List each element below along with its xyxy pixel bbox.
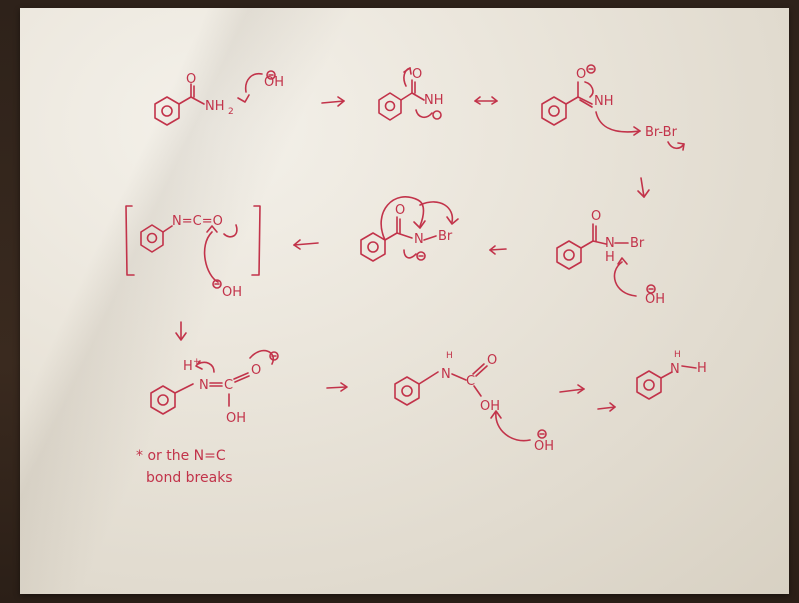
s3-nh-label: NH — [594, 94, 614, 109]
s6-oh-label: OH — [222, 285, 242, 300]
s2-o-label: O — [412, 67, 422, 82]
benzene-ring-1 — [154, 96, 180, 126]
benzene-ring-1-inner — [161, 105, 173, 117]
s9-h2-label: H — [697, 361, 707, 376]
s5-n-label: N — [414, 232, 424, 247]
s8-c-label: C — [466, 374, 475, 389]
s7-h-label: H — [183, 359, 193, 374]
reaction-arrow-right-4 — [597, 402, 616, 412]
benzene-ring-3 — [541, 96, 567, 126]
reaction-arrow-down-2 — [175, 321, 187, 341]
s7-c-label: C — [224, 378, 233, 393]
s4-br-label: Br — [630, 236, 645, 251]
s8-n-label: N — [441, 367, 451, 382]
paper-shadow — [20, 8, 789, 594]
s6-nco-label: N=C=O — [172, 214, 223, 229]
s1-charge-circle — [266, 70, 276, 80]
s3-brbr-label: Br-Br — [645, 125, 678, 140]
s8-oh2-label: OH — [534, 439, 554, 454]
s4-n-label: N — [605, 236, 615, 251]
s8-h-label: H — [446, 351, 453, 361]
s4-h-label: H — [605, 250, 615, 265]
s8-o-label: O — [487, 353, 497, 368]
s1-o-label: O — [186, 72, 196, 87]
margin-note: * or the N=C bond breaks — [136, 448, 233, 486]
s8-oh-label: OH — [480, 399, 500, 414]
structure-carbamic-acid: H N C O OH OH — [394, 351, 554, 454]
s7-oh-label: OH — [226, 411, 246, 426]
structure-aniline: H N H — [636, 350, 707, 400]
structure-n-bromoamide: O N Br H OH — [556, 209, 665, 307]
s7-plus-label: + — [193, 357, 201, 367]
right-bracket — [251, 205, 261, 276]
s1-nh2-label: NH — [205, 99, 225, 114]
benzene-ring-9 — [636, 370, 662, 400]
structure-benzamide: O NH 2 OH — [154, 70, 284, 126]
reaction-arrow-left-2 — [293, 239, 319, 250]
resonance-arrow — [474, 96, 498, 105]
reaction-arrow-left-1 — [489, 245, 507, 255]
s5-o-label: O — [395, 203, 405, 218]
s9-n-label: N — [670, 362, 680, 377]
s5-br-label: Br — [438, 229, 453, 244]
note-line-2: bond breaks — [146, 470, 233, 486]
benzene-ring-8 — [394, 376, 420, 406]
reaction-arrow-down-1 — [637, 177, 650, 198]
structure-imidate: O NH Br-Br — [541, 64, 685, 151]
structure-carbamate-anion: H + N C O OH — [150, 349, 279, 426]
note-line-1: * or the N=C — [136, 448, 226, 464]
s4-o-label: O — [591, 209, 601, 224]
s2-nh-label: NH — [424, 93, 444, 108]
s7-o-label: O — [251, 363, 261, 378]
paper-sheet — [20, 8, 789, 594]
benzene-ring-6 — [140, 224, 164, 253]
s1-nh2-subscript: 2 — [228, 107, 234, 117]
structure-isocyanate: N=C=O OH — [125, 205, 261, 300]
structure-rearrangement: O N Br — [360, 196, 459, 262]
benzene-ring-7 — [150, 385, 176, 415]
s7-n-label: N — [199, 378, 209, 393]
s9-h-label: H — [674, 350, 681, 360]
s1-arrow-curve — [244, 72, 263, 93]
reaction-arrow-1 — [321, 96, 345, 107]
structure-amide-anion: O NH — [378, 67, 444, 121]
s4-oh-label: OH — [645, 292, 665, 307]
benzene-ring-4 — [556, 240, 582, 270]
s3-o-label: O — [576, 67, 586, 82]
benzene-ring-2 — [378, 92, 402, 121]
reaction-arrow-right-3 — [559, 384, 585, 394]
reaction-arrow-right-2 — [326, 382, 348, 392]
benzene-ring-5 — [360, 232, 386, 262]
left-bracket — [125, 205, 135, 276]
